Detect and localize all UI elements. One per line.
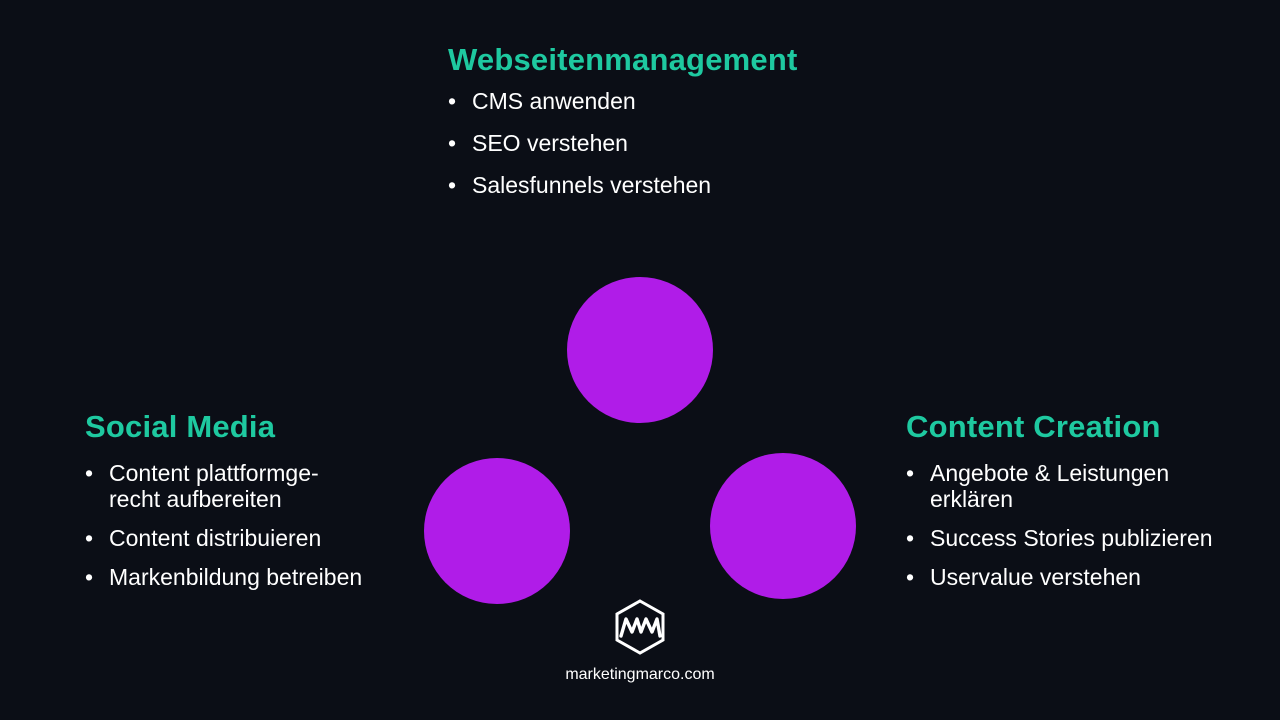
list-item-line: Uservalue verstehen [930,564,1141,590]
list-item-line: Content plattformge- [109,460,319,486]
list-item: Markenbildung betreiben [85,564,362,590]
section-social-media: Social Media Content plattformge- recht … [85,409,362,603]
list-item: Content plattformge- recht aufbereiten [85,460,362,512]
section-heading: Webseitenmanagement [448,42,798,77]
list-item: Angebote & Leistungen erklären [906,460,1213,512]
bullet-list: Content plattformge- recht aufbereiten C… [85,460,362,590]
bullet-list: Angebote & Leistungen erklären Success S… [906,460,1213,590]
bullet-list: CMS anwenden SEO verstehen Salesfunnels … [448,88,798,198]
section-content-creation: Content Creation Angebote & Leistungen e… [906,409,1213,603]
list-item: Content distribuieren [85,525,362,551]
section-webseitenmanagement: Webseitenmanagement CMS anwenden SEO ver… [448,42,798,214]
list-item-line: Angebote & Leistungen [930,460,1170,486]
circle-left [424,458,570,604]
list-item-line: Content distribuieren [109,525,322,551]
list-item: Uservalue verstehen [906,564,1213,590]
circle-right [710,453,856,599]
list-item: Salesfunnels verstehen [448,172,798,198]
section-heading: Content Creation [906,409,1161,444]
website-url: marketingmarco.com [565,666,715,683]
list-item: SEO verstehen [448,130,798,156]
circle-top [567,277,713,423]
marketingmarco-logo-icon [611,598,669,656]
list-item: CMS anwenden [448,88,798,114]
section-heading: Social Media [85,409,276,444]
list-item-line: Success Stories publizieren [930,525,1213,551]
list-item-line: erklären [930,486,1014,512]
list-item: Success Stories publizieren [906,525,1213,551]
list-item-line: recht aufbereiten [109,486,282,512]
list-item-line: Markenbildung betreiben [109,564,363,590]
